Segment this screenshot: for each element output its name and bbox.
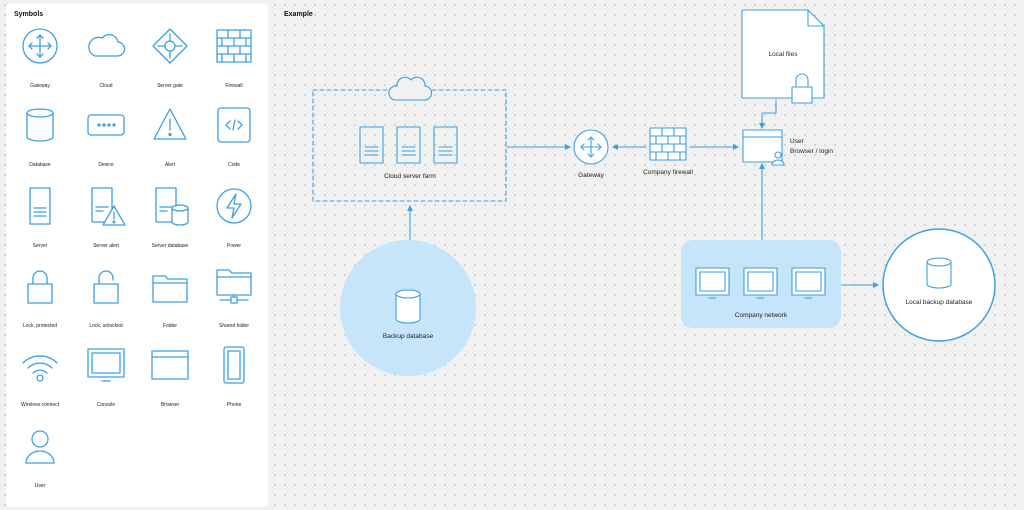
symbol-cloud[interactable]: Cloud <box>76 6 136 89</box>
symbol-label: Console <box>96 402 116 408</box>
symbol-label: Wireless connect <box>20 402 60 408</box>
symbol-user[interactable]: User <box>10 406 70 489</box>
console-icon <box>87 348 125 382</box>
symbol-folder[interactable]: Folder <box>140 246 200 329</box>
shared-folder-icon <box>216 269 252 304</box>
symbol-label: Browser <box>160 402 180 408</box>
symbol-browser[interactable]: Browser <box>140 325 200 408</box>
server-icon <box>359 126 384 164</box>
local-files-label: Local files <box>768 51 798 58</box>
symbol-shared-folder[interactable]: Shared folder <box>204 246 264 329</box>
cloud-icon <box>88 33 126 57</box>
files-to-user-connector <box>759 99 777 129</box>
user-browser-login-label: Browser / login <box>790 148 833 155</box>
symbol-firewall[interactable]: Firewall <box>204 6 264 89</box>
alert-icon <box>153 108 187 140</box>
symbols-title: Symbols <box>14 11 44 18</box>
symbol-label: Server gate <box>157 83 183 89</box>
console-icon <box>695 267 730 299</box>
symbol-label: User <box>34 483 46 489</box>
symbol-phone[interactable]: Phone <box>204 325 264 408</box>
console-icon <box>743 267 778 299</box>
server-icon <box>396 126 421 164</box>
symbol-label: Device <box>98 162 114 168</box>
lock-protected-icon <box>27 270 53 304</box>
phone-icon <box>223 346 245 384</box>
local-files-document-icon <box>741 9 825 99</box>
symbol-server-gate[interactable]: Server gate <box>140 6 200 89</box>
symbol-label: Folder <box>162 323 178 329</box>
symbol-database[interactable]: Database <box>10 85 70 168</box>
symbol-label: Firewall <box>225 83 243 89</box>
server-icon <box>29 187 51 225</box>
server-alert-icon <box>91 187 126 226</box>
symbol-label: Lock, protected <box>22 323 58 329</box>
symbol-device[interactable]: Device <box>76 85 136 168</box>
gateway-icon <box>22 28 58 64</box>
symbol-console[interactable]: Console <box>76 325 136 408</box>
server-database-icon <box>155 187 189 226</box>
symbol-lock-unlocked[interactable]: Lock, unlocked <box>76 246 136 329</box>
lock-protected-icon <box>791 73 813 104</box>
symbol-label: Alert <box>164 162 176 168</box>
lock-unlocked-icon <box>93 270 119 304</box>
symbol-label: Database <box>29 162 51 168</box>
symbol-server[interactable]: Server <box>10 166 70 249</box>
wireless-icon <box>22 355 58 382</box>
symbol-label: Server alert <box>93 243 119 249</box>
symbol-gateway[interactable]: Gateway <box>10 6 70 89</box>
symbol-server-database[interactable]: Server database <box>140 166 200 249</box>
gateway-icon <box>573 129 609 165</box>
gateway-label: Gateway <box>578 172 604 179</box>
symbol-label: Server database <box>151 243 189 249</box>
browser-icon <box>742 129 783 163</box>
server-gate-icon <box>152 28 188 64</box>
device-icon <box>87 114 125 136</box>
database-icon <box>395 289 421 324</box>
firewall-icon <box>216 29 252 63</box>
cloud-icon <box>388 76 433 101</box>
server-icon <box>433 126 458 164</box>
cloud-server-farm-label: Cloud server farm <box>384 173 436 180</box>
symbol-server-alert[interactable]: Server alert <box>76 166 136 249</box>
console-icon <box>791 267 826 299</box>
database-icon <box>926 257 952 289</box>
folder-icon <box>152 275 188 303</box>
company-firewall-label: Company firewall <box>643 169 693 176</box>
cloud-server-farm-box <box>312 89 507 202</box>
symbol-label: Server <box>32 243 48 249</box>
example-title: Example <box>284 11 313 18</box>
user-label: User <box>790 138 804 145</box>
local-backup-database-label: Local backup database <box>905 299 973 306</box>
user-icon <box>771 151 785 166</box>
backup-database-label: Backup database <box>382 333 434 340</box>
symbol-label: Shared folder <box>218 323 250 329</box>
code-icon <box>217 107 251 143</box>
symbol-label: Phone <box>226 402 242 408</box>
symbol-code[interactable]: Code <box>204 85 264 168</box>
power-icon <box>216 188 252 224</box>
symbol-wireless[interactable]: Wireless connect <box>10 325 70 408</box>
browser-icon <box>151 350 189 380</box>
symbol-label: Power <box>226 243 242 249</box>
user-icon <box>25 430 55 464</box>
symbol-label: Code <box>228 162 240 168</box>
database-icon <box>26 108 54 142</box>
symbol-lock-protected[interactable]: Lock, protected <box>10 246 70 329</box>
symbol-label: Cloud <box>99 83 113 89</box>
company-network-label: Company network <box>734 312 788 319</box>
symbol-alert[interactable]: Alert <box>140 85 200 168</box>
symbol-power[interactable]: Power <box>204 166 264 249</box>
symbol-label: Gateway <box>30 83 50 89</box>
document-corner <box>807 9 825 27</box>
symbol-label: Lock, unlocked <box>89 323 123 329</box>
firewall-icon <box>649 127 687 161</box>
